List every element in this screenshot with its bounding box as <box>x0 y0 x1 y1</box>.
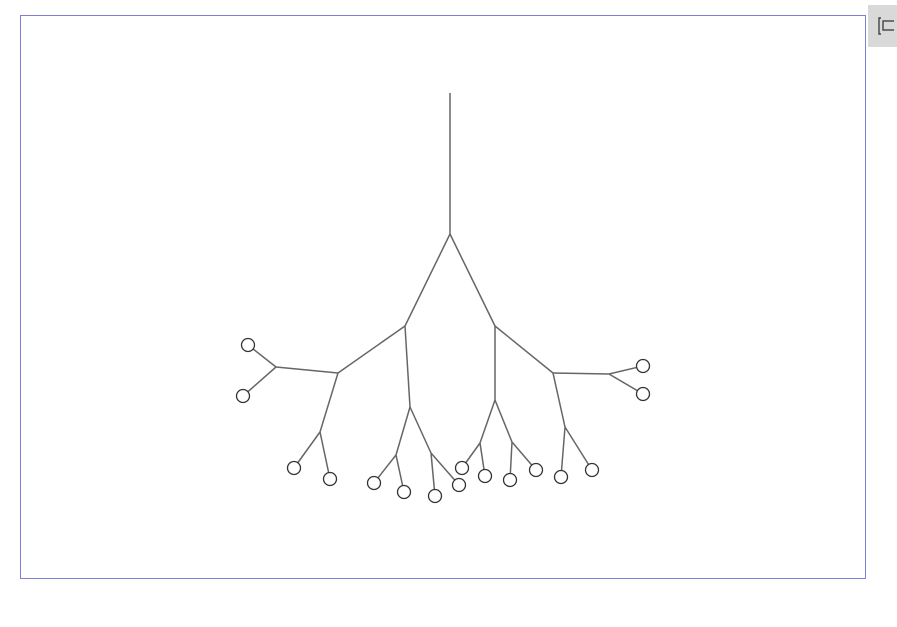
edge <box>494 325 554 374</box>
leaf-node <box>635 358 651 374</box>
diagram-canvas <box>20 15 866 579</box>
edge <box>409 406 432 454</box>
leaf-node <box>635 386 651 402</box>
leaf-node <box>477 468 493 484</box>
leaf-node <box>286 460 302 476</box>
leaf-node <box>240 337 256 353</box>
leaf-node <box>454 460 470 476</box>
edge <box>494 399 513 443</box>
leaf-node <box>528 462 544 478</box>
edge <box>479 399 496 444</box>
leaf-node <box>553 469 569 485</box>
edge <box>293 431 321 469</box>
edge <box>319 431 331 480</box>
leaf-node <box>451 477 467 493</box>
edge <box>319 372 339 433</box>
leaf-node <box>502 472 518 488</box>
edge <box>560 426 566 478</box>
edge <box>275 366 339 374</box>
edge <box>337 325 406 374</box>
edge <box>430 452 436 497</box>
edge-left-main <box>404 233 451 327</box>
fullscreen-icon <box>877 17 894 35</box>
edge-right-main <box>449 233 496 327</box>
leaf-node <box>396 484 412 500</box>
leaf-node <box>427 488 443 504</box>
edge <box>564 426 593 471</box>
edge <box>395 406 411 456</box>
leaf-node <box>584 462 600 478</box>
edge <box>552 372 610 375</box>
fullscreen-button[interactable] <box>868 5 897 47</box>
edge <box>242 366 277 397</box>
leaf-node <box>235 388 251 404</box>
edge <box>404 325 411 408</box>
leaf-node <box>322 471 338 487</box>
edge <box>552 372 566 428</box>
leaf-node <box>366 475 382 491</box>
